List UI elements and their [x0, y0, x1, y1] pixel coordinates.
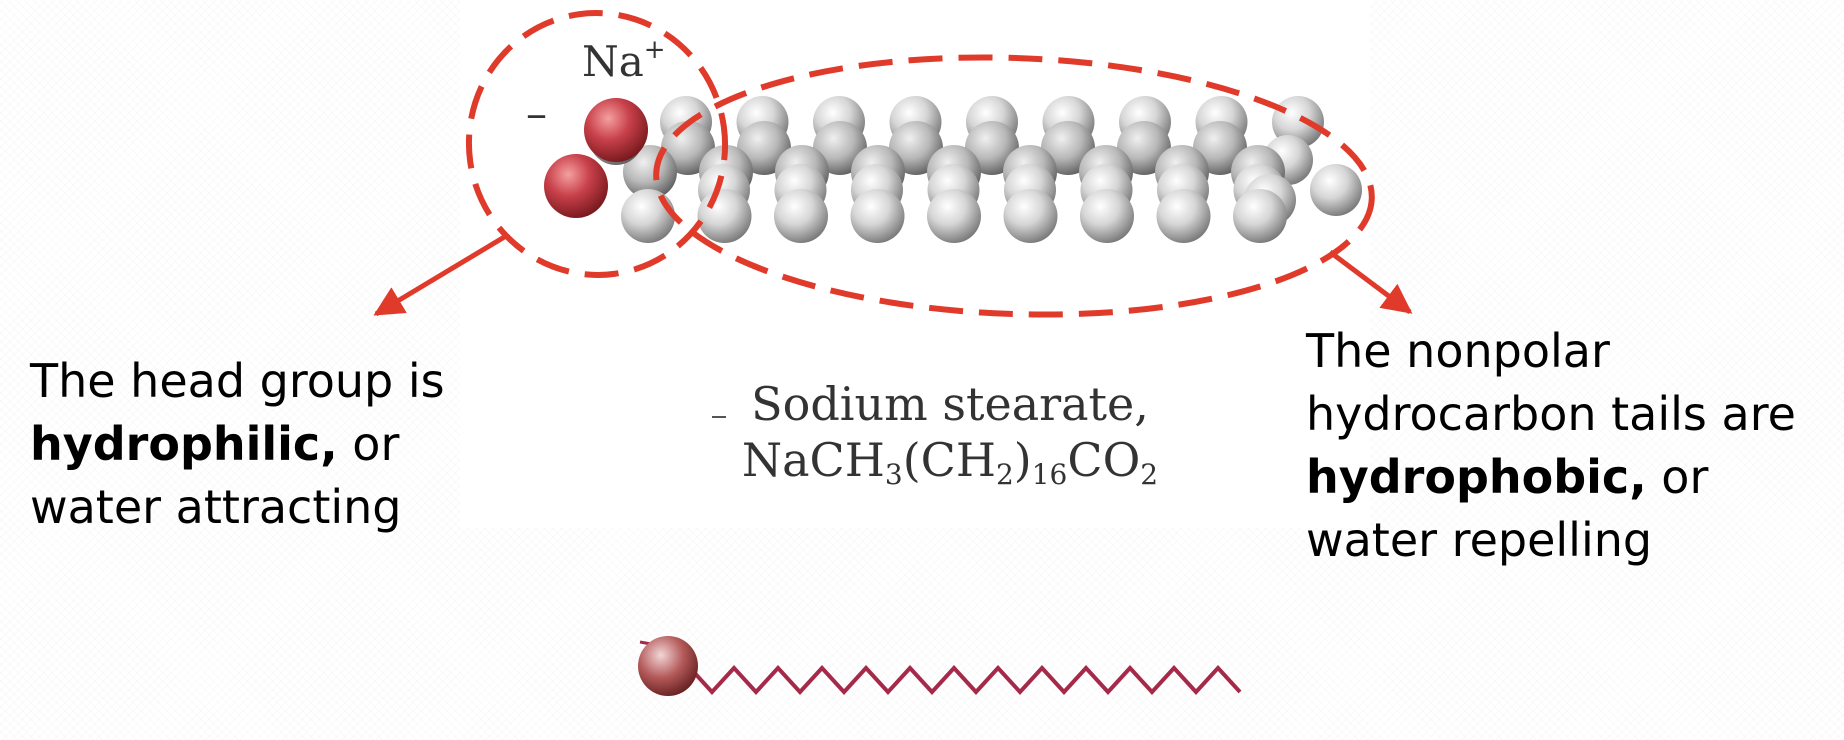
hydrogen-atom: [1310, 164, 1362, 216]
hydrogen-atom: [1233, 189, 1287, 243]
hydrogen-atom: [1003, 189, 1058, 243]
hydrogen-atom: [1156, 189, 1211, 243]
sodium-ion-label: Na+: [582, 35, 666, 86]
caption-formula: NaCH3(CH2)16CO2: [741, 433, 1159, 491]
tail-label-line: water repelling: [1306, 513, 1653, 567]
caption-name: Sodium stearate,: [751, 377, 1149, 431]
molecule-caption: Sodium stearate, NaCH3(CH2)16CO2: [700, 376, 1200, 491]
hydrogen-atom: [927, 189, 981, 243]
carboxylate-head-model: [544, 98, 648, 218]
tail-description: The nonpolar hydrocarbon tails are hydro…: [1306, 320, 1826, 572]
head-label-line: hydrophilic, or: [30, 417, 400, 471]
head-group-description: The head group is hydrophilic, or water …: [30, 350, 470, 539]
caption-dash-mark: [712, 416, 726, 418]
tail-highlight: [653, 54, 1375, 318]
hydrogen-atom: [774, 189, 828, 243]
tail-label-line: The nonpolar: [1306, 324, 1610, 378]
tail-label-line: hydrocarbon tails are: [1306, 387, 1796, 441]
tail-arrow: [1328, 250, 1413, 314]
schematic-surfactant: [638, 636, 1242, 696]
oxygen-atom: [584, 98, 648, 162]
tail-label-line: hydrophobic, or: [1306, 450, 1709, 504]
head-arrow: [373, 233, 508, 317]
hydrogen-atom: [697, 189, 752, 243]
schematic-head-ball: [638, 636, 698, 696]
hydrogen-atom: [621, 189, 675, 243]
head-label-line: water attracting: [30, 480, 402, 534]
hydrocarbon-chain-model: [621, 96, 1362, 243]
oxygen-atom: [544, 154, 608, 218]
head-group-highlight: [465, 10, 729, 278]
hydrogen-atom: [850, 189, 905, 243]
hydrogen-atom: [1080, 189, 1134, 243]
carbon-atom: [623, 145, 677, 199]
schematic-tail: [688, 665, 1242, 695]
head-label-line: The head group is: [30, 354, 445, 408]
carboxylate-charge-label: –: [526, 89, 547, 138]
